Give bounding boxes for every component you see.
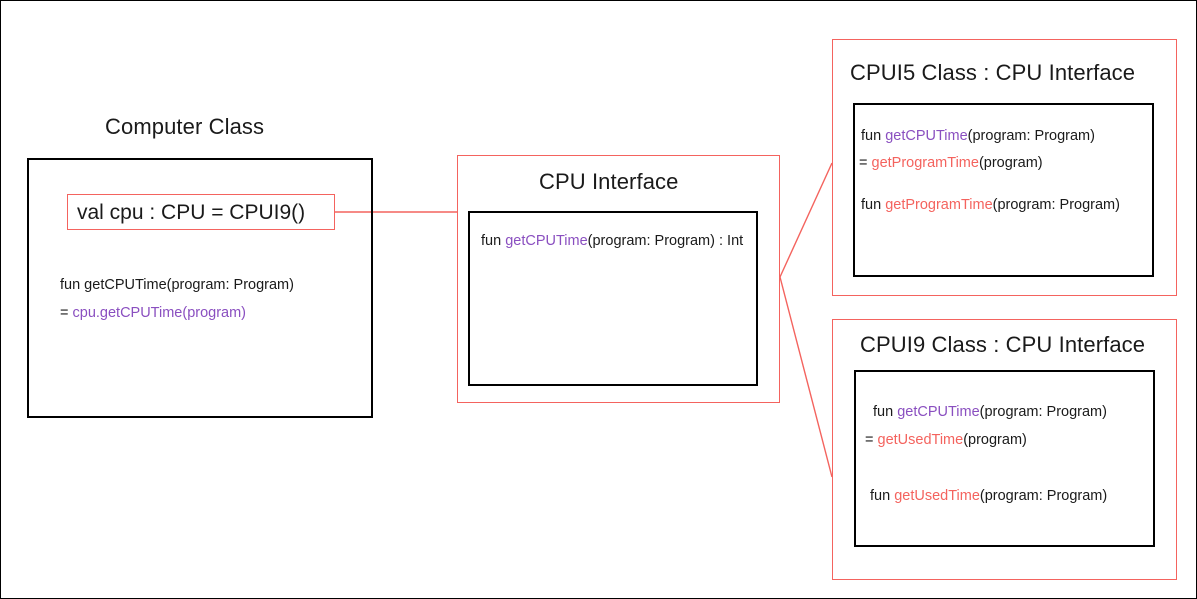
computer-class-box [27,158,373,418]
cpui5-l2-params: (program) [978,155,1043,171]
cpui9-l1-method-name: getCPUTime [897,404,980,420]
cpu-interface-box [457,155,780,403]
cpui9-box [832,319,1177,580]
cpui5-line-1: fun getCPUTime(program: Program) [861,126,1095,147]
cpui5-l3-params: (program: Program) [992,197,1120,213]
cpui9-heading: CPUI9 Class : CPU Interface [860,332,1146,357]
cpui9-l1-fun-keyword: fun [873,404,898,420]
cpui9-l2-method-name: getUsedTime [877,432,964,448]
cpui5-line-3: fun getProgramTime(program: Program) [861,195,1120,216]
cpui9-l2-prefix: = [865,432,878,448]
computer-class-fun-body: = cpu.getCPUTime(program) [60,303,246,324]
cpui9-line-2: = getUsedTime(program) [865,430,1027,451]
cpui5-l1-method-name: getCPUTime [885,128,968,144]
val-cpu-highlight-box [67,194,335,230]
cpui5-l1-fun-keyword: fun [861,128,886,144]
computer-class-heading: Computer Class [105,114,265,139]
cpui9-body-box [854,370,1155,547]
cpui5-l2-prefix: = [859,155,872,171]
cpu-interface-signature: fun getCPUTime(program: Program) : Int [481,231,743,252]
cpu-interface-body-box [468,211,758,386]
cpu-interface-method-params: (program: Program) : Int [587,233,744,249]
val-cpu-declaration: val cpu : CPU = CPUI9() [77,201,306,224]
cpu-interface-fun-keyword: fun [481,233,506,249]
computer-fun-body-call: cpu.getCPUTime(program) [72,305,247,321]
cpui9-l1-params: (program: Program) [979,404,1107,420]
cpui9-line-1: fun getCPUTime(program: Program) [873,402,1107,423]
cpu-interface-method-name: getCPUTime [505,233,588,249]
cpui5-box [832,39,1177,296]
cpui5-l1-params: (program: Program) [967,128,1095,144]
cpui9-l3-method-name: getUsedTime [894,488,980,504]
cpui9-line-3: fun getUsedTime(program: Program) [870,486,1107,507]
connector-cpu-interface-to-cpui9 [779,276,833,478]
cpui5-heading: CPUI5 Class : CPU Interface [850,60,1136,85]
cpu-interface-heading: CPU Interface [539,169,679,194]
computer-class-fun-signature: fun getCPUTime(program: Program) [60,277,294,293]
cpui9-l2-params: (program) [963,432,1027,448]
cpui9-l3-fun-keyword: fun [870,488,895,504]
cpui5-l3-method-name: getProgramTime [885,197,993,213]
cpui9-l3-params: (program: Program) [979,488,1108,504]
cpui5-body-box [853,103,1154,277]
cpui5-l3-fun-keyword: fun [861,197,886,213]
cpui5-line-2: = getProgramTime(program) [859,153,1043,174]
cpui5-l2-method-name: getProgramTime [871,155,979,171]
computer-fun-body-prefix: = [60,305,73,321]
connector-cpu-interface-to-cpui5 [779,162,833,278]
